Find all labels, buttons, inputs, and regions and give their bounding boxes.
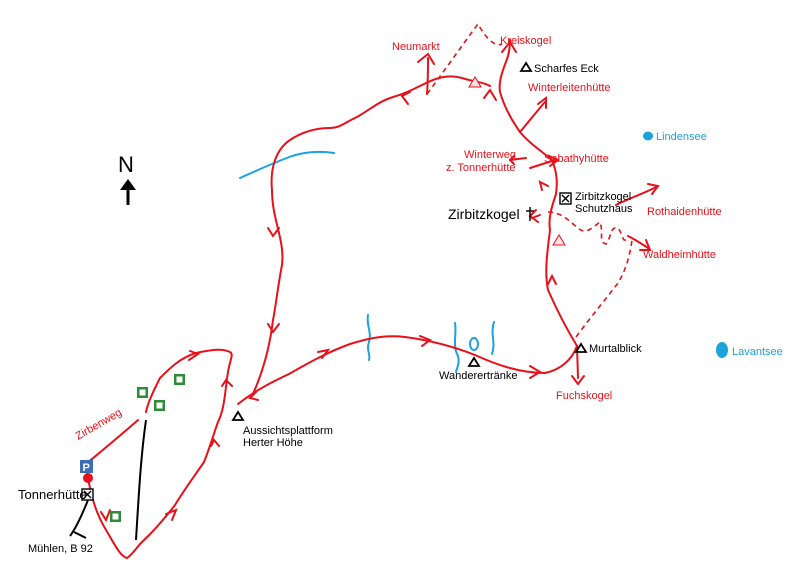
water-features — [239, 131, 728, 373]
forest-icon — [137, 387, 148, 398]
label-winterweg-2: z. Tonnerhütte — [446, 162, 516, 174]
label-scharfes-eck: Scharfes Eck — [534, 63, 599, 75]
zirbitzkogel-schutzhaus-hut-icon — [559, 192, 572, 205]
map-labels: Neumarkt Kreiskogel Scharfes Eck Winterl… — [18, 35, 783, 555]
aussicht-summit-icon — [231, 410, 245, 421]
lake-lindensee-icon — [643, 131, 653, 141]
parking-marker: P — [80, 460, 93, 474]
creek-center — [366, 314, 371, 361]
start-point-icon — [83, 473, 93, 483]
label-schutzhaus-1: Zirbitzkogel — [575, 191, 631, 203]
murtalblick-summit-icon — [574, 342, 588, 353]
label-zirbenweg: Zirbenweg — [74, 407, 124, 443]
tonnerhuette-hut-icon — [81, 488, 94, 501]
north-letter: N — [118, 152, 134, 177]
lake-lavantsee-icon — [716, 342, 728, 358]
label-rothaidenhuette: Rothaidenhütte — [647, 206, 722, 218]
warning-icon — [552, 234, 566, 246]
road-to-muehlen — [69, 499, 89, 537]
summit-markers — [231, 61, 588, 421]
warning-markers — [468, 76, 566, 246]
label-sabathyhuette: Sabathyhütte — [544, 153, 609, 165]
label-zirbitzkogel: Zirbitzkogel — [448, 206, 520, 222]
label-neumarkt: Neumarkt — [392, 41, 440, 53]
label-lavantsee: Lavantsee — [732, 346, 783, 358]
label-winterleitenhuette: Winterleitenhütte — [528, 82, 611, 94]
main-route — [85, 39, 657, 559]
scharfes-eck-summit-icon — [519, 61, 533, 72]
label-lindensee: Lindensee — [656, 131, 707, 143]
label-schutzhaus-2: Schutzhaus — [575, 203, 633, 215]
creek-northwest — [239, 151, 335, 179]
warning-icon — [468, 76, 482, 88]
label-kreiskogel: Kreiskogel — [500, 35, 551, 47]
summit-cross-icon — [526, 207, 534, 221]
label-murtalblick: Murtalblick — [589, 343, 642, 355]
forest-icon — [110, 511, 121, 522]
north-arrow: N — [118, 152, 136, 205]
label-fuchskogel: Fuchskogel — [556, 390, 612, 402]
label-waldheimhuette: Waldheimhütte — [643, 249, 716, 261]
creek-east-2 — [491, 321, 495, 355]
label-wandererraenke: Wanderertränke — [439, 370, 517, 382]
route-arrows — [100, 40, 660, 523]
spring-icon — [469, 337, 479, 351]
label-winterweg-1: Winterweg — [464, 149, 516, 161]
hut-markers — [81, 192, 572, 501]
label-muehlen: Mühlen, B 92 — [28, 543, 93, 555]
forest-icon — [154, 400, 165, 411]
dashed-trails — [426, 22, 633, 338]
black-paths — [69, 419, 147, 541]
creek-east-1 — [453, 322, 460, 373]
label-aussicht-2: Herter Höhe — [243, 437, 303, 449]
forest-icon — [174, 374, 185, 385]
black-trail — [135, 419, 147, 541]
wandererraenke-summit-icon — [467, 356, 481, 367]
forest-markers — [110, 374, 185, 522]
parking-label: P — [83, 462, 90, 474]
label-aussicht-1: Aussichtsplattform — [243, 425, 333, 437]
label-tonnerhuette: Tonnerhütte — [18, 487, 87, 502]
